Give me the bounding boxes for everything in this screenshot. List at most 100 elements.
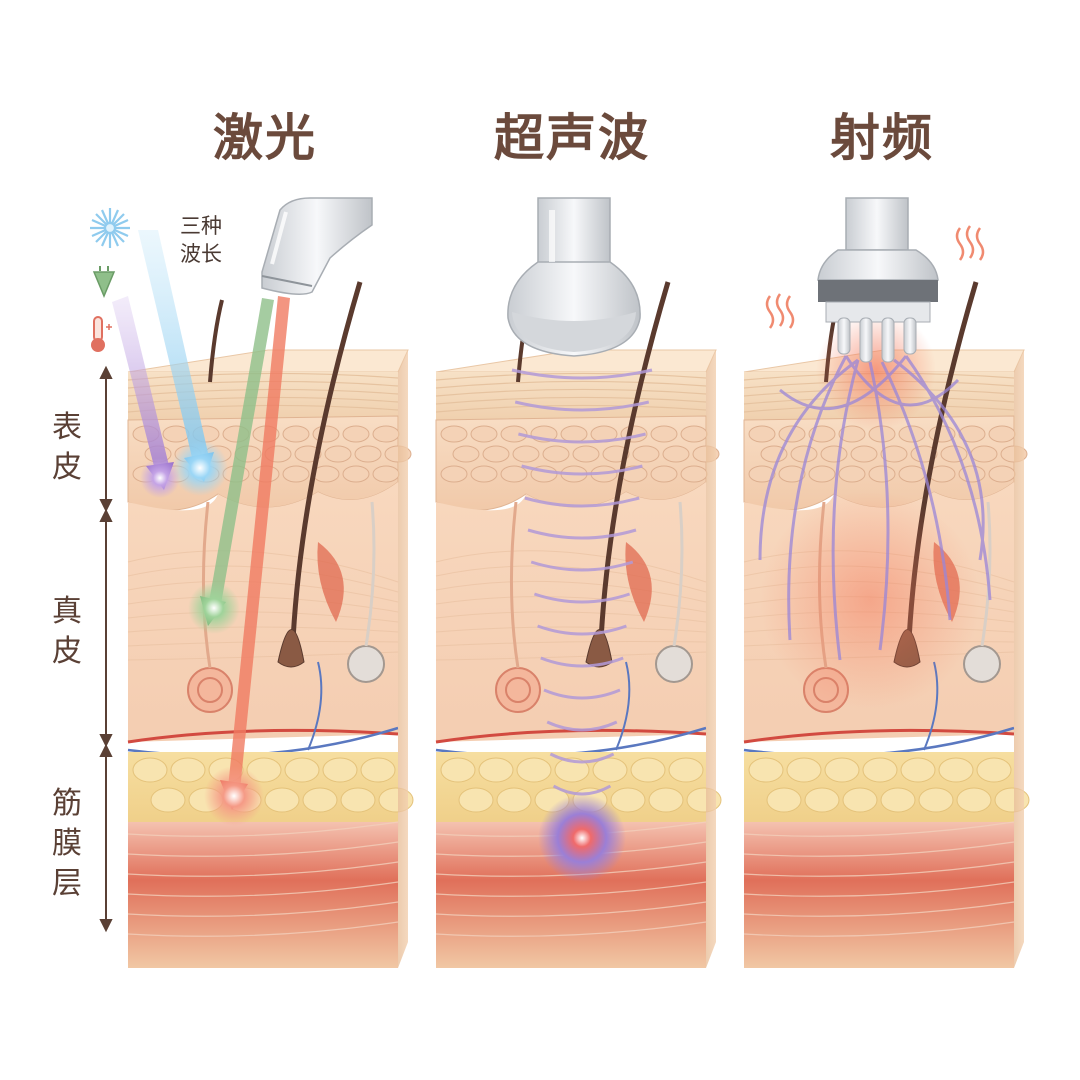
muscle-fiber xyxy=(435,901,707,917)
hair-short xyxy=(208,299,224,383)
layer-label-epidermis: 表 皮 xyxy=(44,408,90,488)
ultrasound-wave-arc xyxy=(530,560,634,572)
epidermis-cell xyxy=(632,445,660,463)
collagen-fiber xyxy=(435,596,707,613)
rf-current-line xyxy=(779,355,908,411)
ultrasound-wave-arc xyxy=(514,400,650,412)
epidermis-cell xyxy=(650,425,678,443)
ultrasound-wave-arc xyxy=(521,464,643,476)
ultrasound-wave-arc xyxy=(546,720,618,732)
artery xyxy=(743,728,1015,744)
fat-cell xyxy=(458,787,494,813)
rf-current-lines xyxy=(758,355,992,661)
hair-shaft xyxy=(289,281,363,663)
fat-cell xyxy=(804,787,840,813)
muscle-fiber xyxy=(127,821,399,837)
skin-side-face xyxy=(398,350,408,968)
muscle-fiber xyxy=(743,881,1015,897)
ultrasound-wave-arc xyxy=(537,624,627,636)
fat-cell xyxy=(284,757,320,783)
epidermis-cell xyxy=(440,425,468,443)
fat-cell xyxy=(786,757,822,783)
epidermis-cell xyxy=(500,425,528,443)
laser-beam-red xyxy=(228,296,290,790)
rf-current-line xyxy=(893,358,985,561)
collagen-fiber xyxy=(435,565,707,593)
three-wavelengths-label: 三种 波长 xyxy=(180,212,250,268)
fat-cell xyxy=(938,757,974,783)
dermis-char-2: 皮 xyxy=(52,634,82,669)
capillary xyxy=(307,661,323,751)
stratum-line xyxy=(435,396,707,405)
stratum-line xyxy=(127,372,399,381)
nerve-ending xyxy=(655,645,693,683)
stratum-line xyxy=(435,380,707,389)
skin-block-laser xyxy=(127,281,414,968)
rf-current-line xyxy=(844,355,960,407)
epidermis-cell xyxy=(470,465,498,483)
rf-handpiece xyxy=(817,197,939,363)
epidermis-cell xyxy=(868,465,896,483)
title-radiofrequency: 射频 xyxy=(830,109,934,167)
layer-label-dermis: 真 皮 xyxy=(44,592,90,672)
ultrasound-wave-arc xyxy=(527,528,637,540)
fascia-char-1: 筋 xyxy=(52,786,82,821)
muscle-fiber xyxy=(435,881,707,897)
epidermis-cell xyxy=(282,465,310,483)
ultrasound-wave-arc xyxy=(549,752,615,764)
epidermis-cell xyxy=(282,425,310,443)
fat-cell xyxy=(862,757,898,783)
ultrasound-wave-arc xyxy=(518,432,646,444)
epidermis-cell xyxy=(470,425,498,443)
epidermis-cell xyxy=(838,425,866,443)
fat-cell xyxy=(360,757,396,783)
nerve-ending xyxy=(347,645,385,683)
epidermis-char-2: 皮 xyxy=(52,450,82,485)
muscle-fiber xyxy=(127,841,399,857)
epidermis-cell xyxy=(342,465,370,483)
fat-cell xyxy=(132,757,168,783)
arrector-muscle xyxy=(317,542,344,622)
epidermis-cell xyxy=(748,465,776,483)
sweat-gland-coil xyxy=(505,677,531,703)
muscle-fiber xyxy=(743,901,1015,917)
laser-beam-purple xyxy=(112,296,170,474)
layer-bracket xyxy=(99,365,113,933)
epidermis-cell xyxy=(838,465,866,483)
nerve-fiber xyxy=(364,501,376,647)
wavelength-label-line2: 波长 xyxy=(180,242,222,266)
fat-cell xyxy=(648,787,684,813)
laser-glow-red xyxy=(204,766,264,826)
epidermis-cell xyxy=(940,445,968,463)
fat-cell xyxy=(918,787,954,813)
stratum-line xyxy=(127,380,399,389)
fat-cell xyxy=(976,757,1012,783)
ultrasound-wave-arc xyxy=(511,368,653,380)
laser-beam-blue xyxy=(138,230,210,466)
sweat-gland-coil xyxy=(197,677,223,703)
collagen-fiber xyxy=(127,641,399,647)
hair-bulb xyxy=(277,629,305,668)
title-ultrasound: 超声波 xyxy=(494,109,650,167)
fat-cell xyxy=(900,757,936,783)
layer-label-fascia: 筋 膜 层 xyxy=(44,784,90,904)
laser-glow-purple xyxy=(140,458,180,498)
ultrasound-elements xyxy=(507,197,653,882)
rf-current-line xyxy=(831,359,860,661)
rf-current-line xyxy=(868,361,890,651)
epidermis-cell xyxy=(662,445,690,463)
rf-current-line xyxy=(787,355,848,641)
fat-cell xyxy=(748,757,784,783)
stratum-layer xyxy=(128,372,398,420)
stratum-line xyxy=(127,404,399,413)
stratum-line xyxy=(127,388,399,397)
muscle-fiber xyxy=(127,901,399,917)
rf-elements xyxy=(758,197,992,710)
epidermis-cell xyxy=(778,465,806,483)
laser-glow-blue xyxy=(172,440,228,496)
fat-cell xyxy=(554,757,590,783)
collagen-fiber xyxy=(435,611,707,623)
artery xyxy=(435,728,707,744)
